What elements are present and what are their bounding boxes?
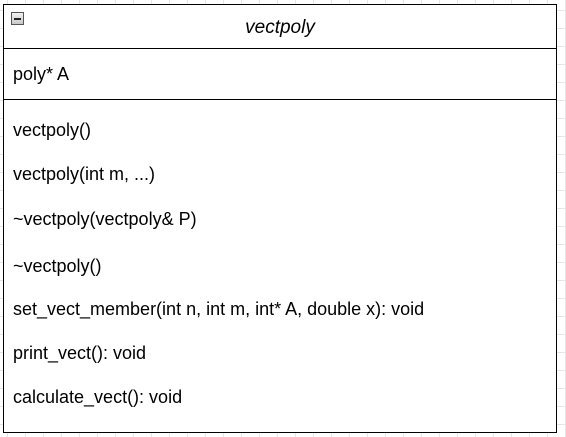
method-constructor-variadic: vectpoly(int m, ...) [13, 164, 156, 184]
method-destructor-param: ~vectpoly(vectpoly& P) [13, 209, 197, 229]
attributes-section: poly* A [4, 49, 556, 100]
method-constructor-default: vectpoly() [13, 120, 92, 140]
method-set-vect-member: set_vect_member(int n, int m, int* A, do… [13, 299, 425, 319]
methods-section: vectpoly() vectpoly(int m, ...) ~vectpol… [4, 100, 556, 432]
collapse-icon[interactable] [11, 12, 24, 25]
method-print-vect: print_vect(): void [13, 343, 147, 363]
class-header: vectpoly [4, 5, 556, 49]
attribute-item: poly* A [13, 64, 70, 84]
class-name: vectpoly [245, 17, 315, 38]
method-calculate-vect: calculate_vect(): void [13, 387, 183, 407]
uml-class-box[interactable]: vectpoly poly* A vectpoly() vectpoly(int… [3, 4, 557, 433]
method-destructor: ~vectpoly() [13, 256, 102, 276]
